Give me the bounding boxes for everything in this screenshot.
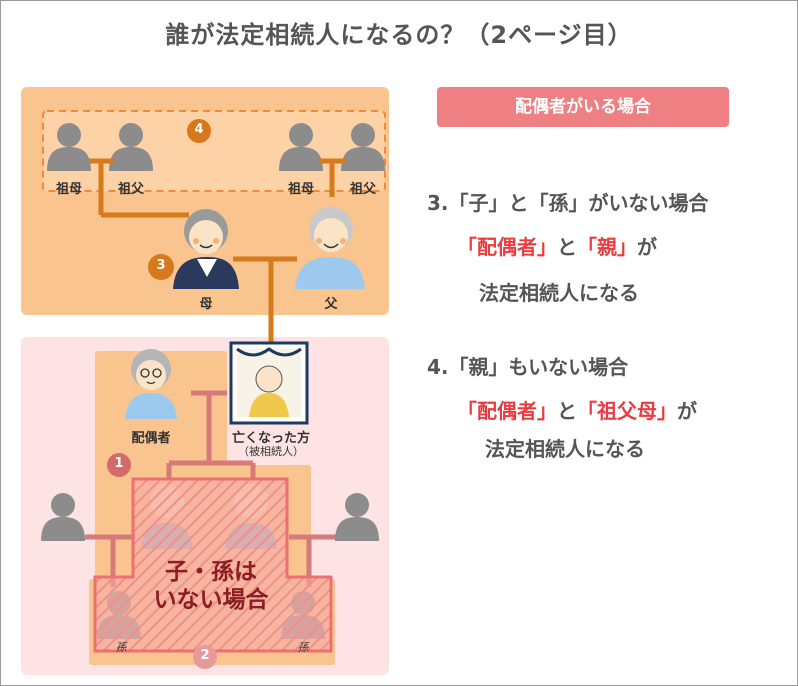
label-grandmother-1: 祖母 xyxy=(55,182,82,197)
no-descendants-caption-1: 子・孫は xyxy=(165,559,257,585)
case3-and: と xyxy=(557,235,577,259)
label-num2: 2 xyxy=(200,648,210,663)
label-spouse: 配偶者 xyxy=(131,431,171,446)
case4-result: 法定相続人になる xyxy=(485,437,645,461)
case3-ga: が xyxy=(637,235,657,259)
label-deceased: 亡くなった方 xyxy=(231,431,310,446)
grandmother-icon xyxy=(173,209,239,289)
num1-circle xyxy=(107,453,131,477)
case3-parents: 「親」 xyxy=(577,235,637,259)
case4-spouse: 「配偶者」 xyxy=(457,399,557,423)
deceased-portrait-icon xyxy=(229,341,309,425)
label-num1: 1 xyxy=(114,456,124,471)
case4-heading: 4.「親」もいない場合 xyxy=(427,355,629,379)
case4-ga: が xyxy=(677,399,697,423)
page-title: 誰が法定相続人になるの？（2ページ目） xyxy=(165,21,633,49)
label-grandchild-right: 孫 xyxy=(297,641,309,654)
label-num3: 3 xyxy=(156,258,166,273)
spouse-icon xyxy=(125,349,177,419)
case3-result: 法定相続人になる xyxy=(479,281,639,305)
case4-grandparents: 「祖父母」 xyxy=(577,399,677,423)
grandfather-icon xyxy=(295,207,365,289)
no-descendants-caption-2: いない場合 xyxy=(153,587,269,613)
case3-spouse: 「配偶者」 xyxy=(457,235,557,259)
spouse-case-badge: 配偶者がいる場合 xyxy=(437,87,729,127)
num3-circle xyxy=(148,254,174,280)
case3-heirs: 「配偶者」と「親」が xyxy=(457,231,657,260)
label-grandchild-left: 孫 xyxy=(115,641,127,654)
label-father: 父 xyxy=(324,297,338,312)
case4-and: と xyxy=(557,399,577,423)
no-descendants-hatch xyxy=(93,477,333,653)
num4-circle xyxy=(187,119,211,143)
num2-circle xyxy=(193,645,217,669)
label-num4: 4 xyxy=(194,122,204,137)
label-grandfather-1: 祖父 xyxy=(117,182,144,197)
label-deceased-note: （被相続人） xyxy=(238,445,304,458)
case4-heirs: 「配偶者」と「祖父母」が xyxy=(457,395,697,424)
label-mother: 母 xyxy=(199,297,213,312)
label-grandmother-2: 祖母 xyxy=(287,182,314,197)
label-grandfather-2: 祖父 xyxy=(349,182,376,197)
case3-heading: 3.「子」と「孫」がいない場合 xyxy=(427,191,709,215)
